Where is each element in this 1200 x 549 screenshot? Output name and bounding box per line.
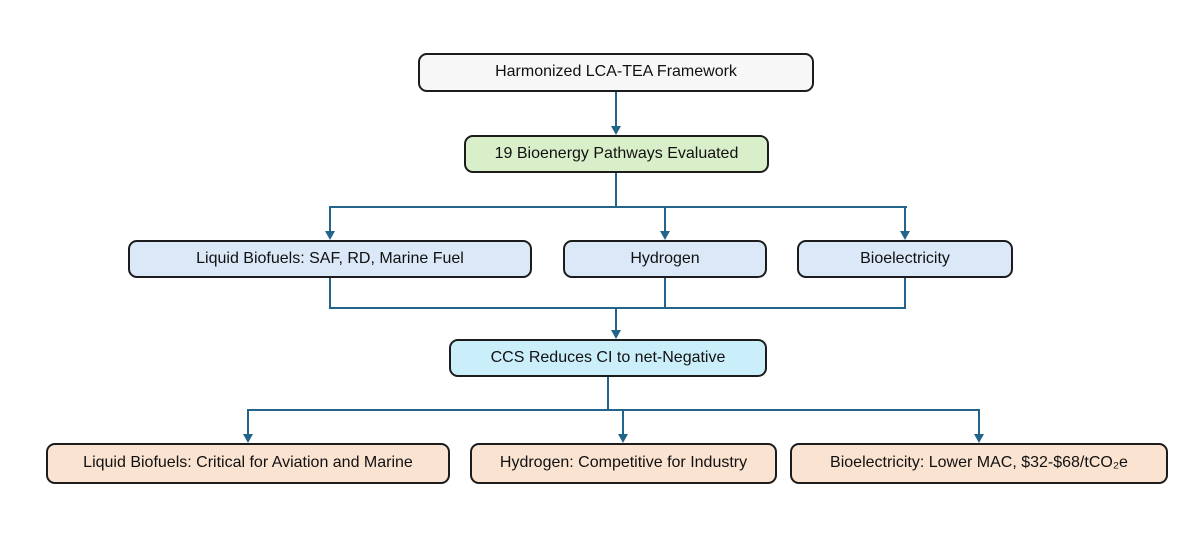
node-pathways: 19 Bioenergy Pathways Evaluated — [464, 135, 769, 173]
node-liquid-biofuels: Liquid Biofuels: SAF, RD, Marine Fuel — [128, 240, 532, 278]
node-bioelectricity: Bioelectricity — [797, 240, 1013, 278]
edge-merge-to-ccs-stem — [615, 309, 617, 332]
arrowhead-ccs — [611, 330, 621, 339]
node-hydrogen: Hydrogen — [563, 240, 767, 278]
edge-to-liquid-stem — [329, 206, 331, 233]
edge-to-hydrogen-outcome-stem — [622, 409, 624, 436]
edge-bioelectricity-down-stem — [904, 278, 906, 309]
edge-outcome-hline — [247, 409, 980, 411]
arrowhead-pathways — [611, 126, 621, 135]
edge-liquid-down-stem — [329, 278, 331, 309]
edge-ccs-down-stem — [607, 377, 609, 411]
node-bioelectricity-outcome: Bioelectricity: Lower MAC, $32-$68/tCO₂e — [790, 443, 1168, 484]
arrowhead-bioelectricity-outcome — [974, 434, 984, 443]
node-ccs: CCS Reduces CI to net-Negative — [449, 339, 767, 377]
arrowhead-bioelectricity — [900, 231, 910, 240]
edge-to-liquid-outcome-stem — [247, 409, 249, 436]
edge-pathways-branch-hline — [329, 206, 907, 208]
edge-framework-pathways-stem — [615, 92, 617, 128]
edge-hydrogen-down-stem — [664, 278, 666, 309]
node-liquid-biofuels-outcome: Liquid Biofuels: Critical for Aviation a… — [46, 443, 450, 484]
edge-to-bioelectricity-outcome-stem — [978, 409, 980, 436]
node-framework: Harmonized LCA-TEA Framework — [418, 53, 814, 92]
edge-to-hydrogen-stem — [664, 206, 666, 233]
edge-merge-hline — [329, 307, 906, 309]
node-hydrogen-outcome: Hydrogen: Competitive for Industry — [470, 443, 777, 484]
arrowhead-hydrogen — [660, 231, 670, 240]
arrowhead-liquid — [325, 231, 335, 240]
arrowhead-liquid-outcome — [243, 434, 253, 443]
edge-pathways-stem — [615, 173, 617, 208]
arrowhead-hydrogen-outcome — [618, 434, 628, 443]
edge-to-bioelectricity-stem — [904, 206, 906, 233]
